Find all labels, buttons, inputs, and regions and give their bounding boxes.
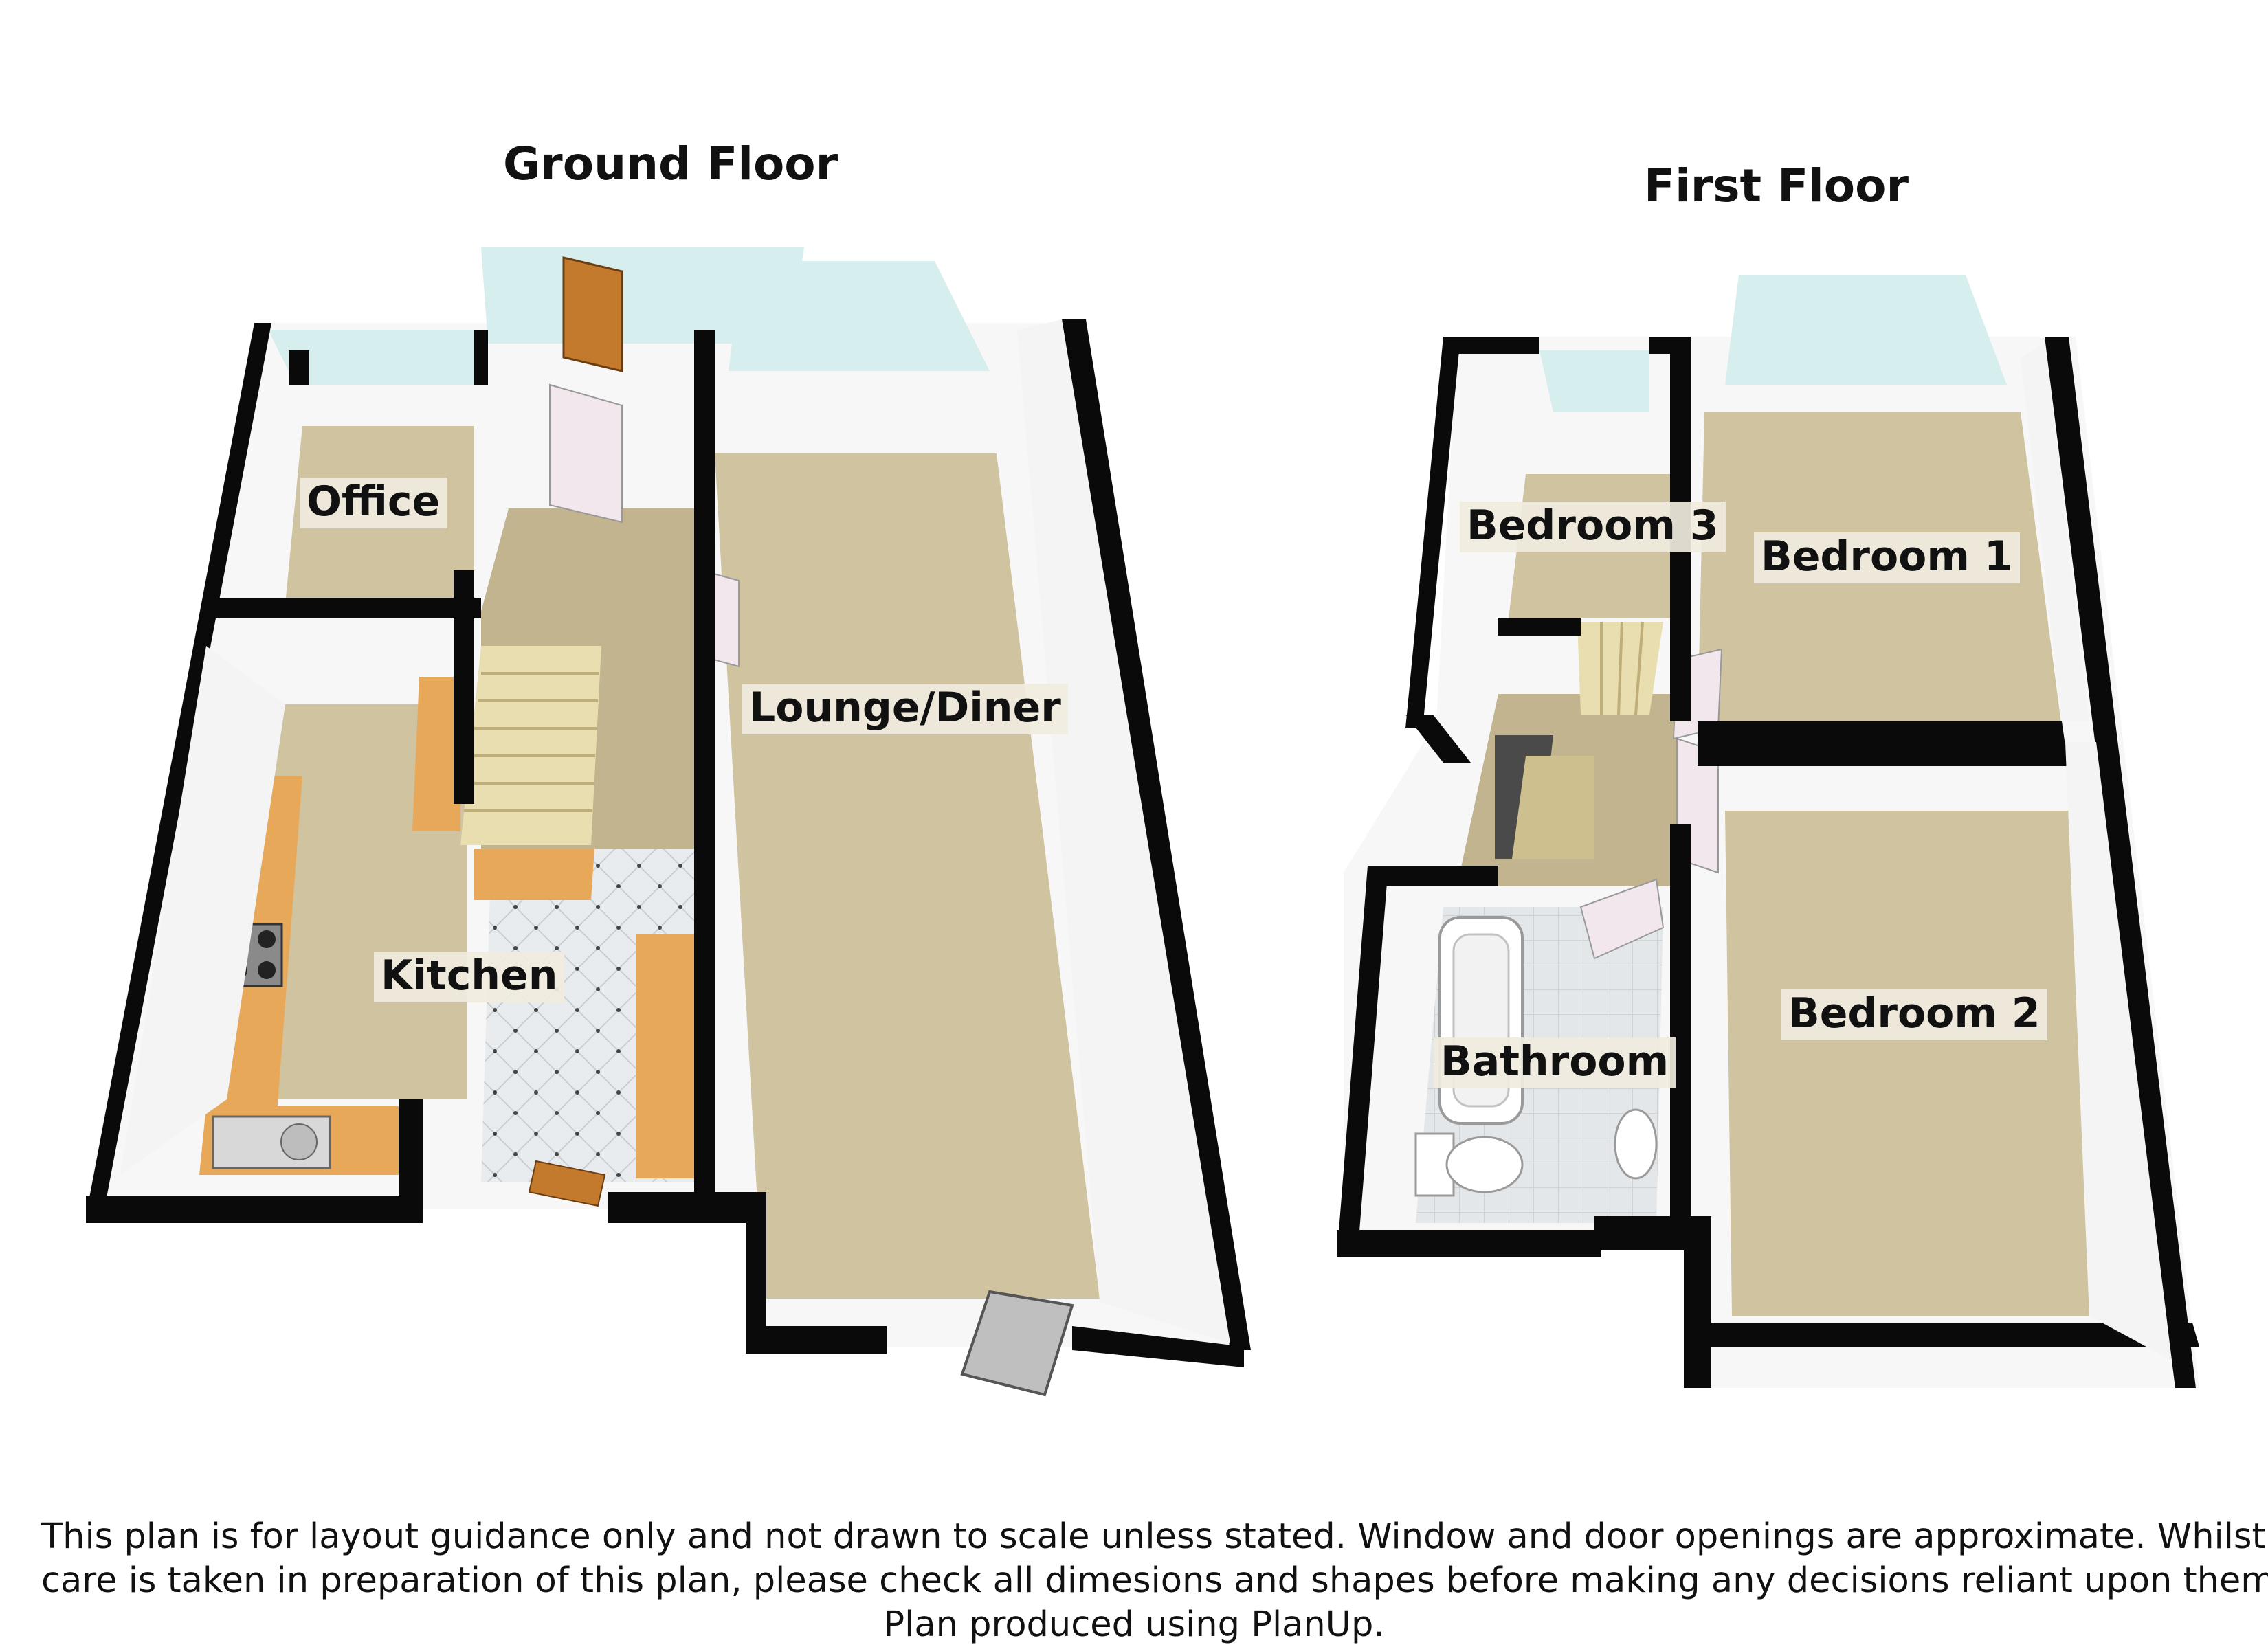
room-label-bedroom-3: Bedroom 3: [1460, 502, 1726, 552]
back-door: [528, 1160, 606, 1207]
hall-door: [549, 383, 623, 524]
kitchen-worktop-top: [412, 677, 460, 831]
room-label-bathroom: Bathroom: [1434, 1037, 1676, 1088]
bathroom-door: [1579, 878, 1665, 960]
bedroom-1-bay-window: [1725, 275, 2007, 385]
first-floor-stairs: [1495, 621, 1663, 859]
first-floor-walls: [1337, 337, 2199, 1388]
ground-floor-title: Ground Floor: [503, 137, 838, 190]
front-door: [562, 256, 623, 372]
first-floor-title: First Floor: [1644, 159, 1909, 212]
room-label-bedroom-1: Bedroom 1: [1754, 532, 2020, 583]
porch-window: [481, 247, 804, 344]
lounge-right-wall-face: [1017, 319, 1230, 1343]
lounge-diner-floor: [715, 453, 1100, 1299]
basin: [1614, 1108, 1658, 1180]
patio-door: [960, 1290, 1074, 1397]
ground-floor-plan: [86, 247, 1251, 1397]
bedroom-2-floor: [1725, 811, 2089, 1316]
disclaimer-line-1: This plan is for layout guidance only an…: [41, 1516, 2268, 1557]
bedroom-1-right-wall-face: [2021, 344, 2089, 721]
disclaimer-line-3: Plan produced using PlanUp.: [883, 1604, 1385, 1645]
toilet: [1445, 1136, 1524, 1193]
first-floor-plan: [1337, 275, 2199, 1388]
disclaimer-line-2: care is taken in preparation of this pla…: [41, 1560, 2268, 1601]
disclaimer-text: This plan is for layout guidance only an…: [41, 1515, 2268, 1646]
lounge-bay-window: [729, 261, 990, 371]
bedroom-3-window: [1539, 350, 1649, 412]
kitchen-left-wall-face: [120, 646, 285, 1175]
ground-floor-stairs: [460, 646, 601, 900]
room-label-bedroom-2: Bedroom 2: [1781, 989, 2047, 1040]
ground-floor-walls: [86, 319, 1251, 1367]
room-label-office: Office: [300, 478, 447, 528]
bedroom-2-right-wall-face: [2065, 742, 2172, 1360]
office-window: [268, 330, 481, 385]
room-label-kitchen: Kitchen: [374, 952, 565, 1002]
kitchen-worktop-right: [636, 934, 694, 1178]
room-label-lounge-diner: Lounge/Diner: [742, 684, 1068, 734]
